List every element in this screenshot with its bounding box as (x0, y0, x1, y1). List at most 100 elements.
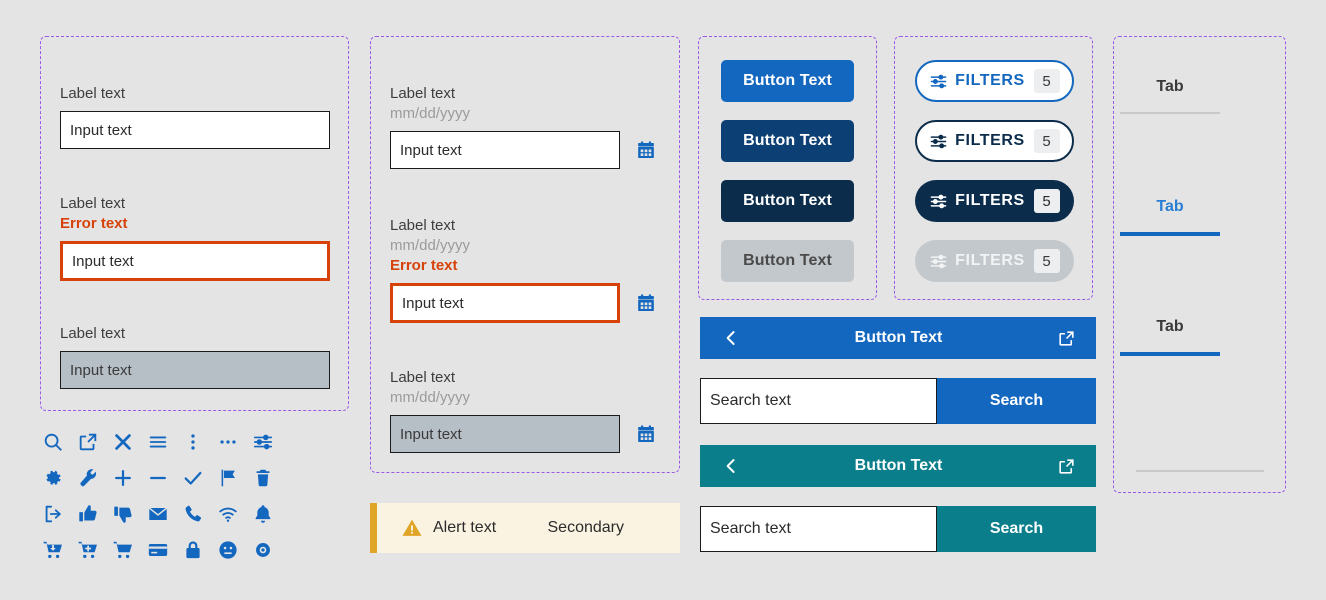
calendar-icon[interactable] (636, 424, 656, 444)
filter-label: FILTERS (955, 132, 1025, 149)
text-input[interactable]: Input text (60, 241, 330, 281)
thumb-down-icon[interactable] (106, 496, 141, 532)
filter-button-outline-navy[interactable]: FILTERS 5 (915, 120, 1074, 162)
visibility-icon[interactable] (245, 532, 280, 568)
menu-icon[interactable] (141, 424, 176, 460)
calendar-icon[interactable] (636, 293, 656, 313)
tab-underline (1120, 112, 1220, 114)
text-field-error: Label text Error text Input text (60, 194, 330, 281)
check-icon[interactable] (175, 460, 210, 496)
tab-label: Tab (1156, 318, 1184, 335)
credit-card-icon[interactable] (141, 532, 176, 568)
thumb-up-icon[interactable] (71, 496, 106, 532)
tune-icon[interactable] (245, 424, 280, 460)
search-button[interactable]: Search (937, 506, 1096, 552)
date-field-group (370, 36, 680, 473)
logout-icon[interactable] (36, 496, 71, 532)
text-field-default: Label text Input text (60, 84, 330, 149)
tab-label: Tab (1156, 78, 1184, 95)
date-input[interactable]: Input text (390, 131, 620, 169)
search-button[interactable]: Search (937, 378, 1096, 424)
cart-download-icon[interactable] (36, 532, 71, 568)
field-label: Label text (60, 85, 126, 102)
field-label: Label text (60, 195, 126, 212)
neutral-face-icon[interactable] (210, 532, 245, 568)
tab-hover[interactable]: Tab (1120, 316, 1220, 356)
filter-button-outline-blue[interactable]: FILTERS 5 (915, 60, 1074, 102)
search-input[interactable]: Search text (700, 506, 937, 552)
minus-icon[interactable] (141, 460, 176, 496)
wide-button-blue[interactable]: Button Text (700, 317, 1096, 359)
gear-icon[interactable] (36, 460, 71, 496)
field-label: Label text (390, 85, 456, 102)
plus-icon[interactable] (106, 460, 141, 496)
date-field-default: Label text mm/dd/yyyy Input text (390, 84, 660, 169)
text-input: Input text (60, 351, 330, 389)
button-primary[interactable]: Button Text (721, 60, 854, 102)
field-label: Label text (60, 325, 126, 342)
calendar-icon[interactable] (636, 140, 656, 160)
filter-label: FILTERS (955, 192, 1025, 209)
filter-label: FILTERS (955, 72, 1025, 89)
wide-button-label: Button Text (854, 329, 943, 346)
filter-group (894, 36, 1093, 300)
icon-row (36, 460, 280, 496)
close-icon[interactable] (106, 424, 141, 460)
search-bar-teal: Search text Search (700, 506, 1096, 552)
alert-secondary-action[interactable]: Secondary (547, 519, 625, 536)
button-disabled: Button Text (721, 240, 854, 282)
mail-icon[interactable] (141, 496, 176, 532)
field-label: Label text (390, 369, 456, 386)
search-bar-blue: Search text Search (700, 378, 1096, 424)
phone-icon[interactable] (175, 496, 210, 532)
tune-icon (929, 72, 948, 91)
alert-accent-bar (370, 503, 377, 553)
icon-row (36, 532, 280, 568)
icon-row (36, 424, 280, 460)
text-field-group (40, 36, 349, 411)
date-input[interactable]: Input text (390, 283, 620, 323)
filter-count-badge: 5 (1033, 249, 1060, 273)
tune-icon (929, 252, 948, 271)
button-secondary[interactable]: Button Text (721, 120, 854, 162)
filter-count-badge: 5 (1033, 69, 1060, 93)
more-vertical-icon[interactable] (175, 424, 210, 460)
filter-button-solid-navy[interactable]: FILTERS 5 (915, 180, 1074, 222)
tune-icon (929, 192, 948, 211)
error-text: Error text (60, 215, 128, 232)
button-dark[interactable]: Button Text (721, 180, 854, 222)
icon-row (36, 496, 280, 532)
trash-icon[interactable] (245, 460, 280, 496)
warning-icon (401, 517, 423, 539)
wrench-icon[interactable] (71, 460, 106, 496)
tab-active[interactable]: Tab (1120, 196, 1220, 236)
wide-button-teal[interactable]: Button Text (700, 445, 1096, 487)
date-input: Input text (390, 415, 620, 453)
filter-count-badge: 5 (1033, 129, 1060, 153)
search-icon[interactable] (36, 424, 71, 460)
button-group (698, 36, 877, 300)
chevron-left-icon (722, 329, 740, 347)
tab-underline (1120, 352, 1220, 356)
external-link-icon[interactable] (71, 424, 106, 460)
filter-button-disabled: FILTERS 5 (915, 240, 1074, 282)
cart-icon[interactable] (106, 532, 141, 568)
cart-add-icon[interactable] (71, 532, 106, 568)
search-input[interactable]: Search text (700, 378, 937, 424)
tab-inactive[interactable]: Tab (1120, 76, 1220, 114)
alert-text: Alert text (433, 519, 497, 536)
chevron-left-icon (722, 457, 740, 475)
wifi-icon[interactable] (210, 496, 245, 532)
tab-bottom-divider (1136, 470, 1264, 472)
alert-banner: Alert text Secondary (370, 503, 680, 553)
wide-button-label: Button Text (854, 457, 943, 474)
field-format-hint: mm/dd/yyyy (390, 105, 471, 122)
flag-icon[interactable] (210, 460, 245, 496)
lock-icon[interactable] (175, 532, 210, 568)
bell-icon[interactable] (245, 496, 280, 532)
field-format-hint: mm/dd/yyyy (390, 237, 471, 254)
text-input[interactable]: Input text (60, 111, 330, 149)
tune-icon (929, 132, 948, 151)
external-link-icon (1057, 329, 1076, 348)
more-horizontal-icon[interactable] (210, 424, 245, 460)
